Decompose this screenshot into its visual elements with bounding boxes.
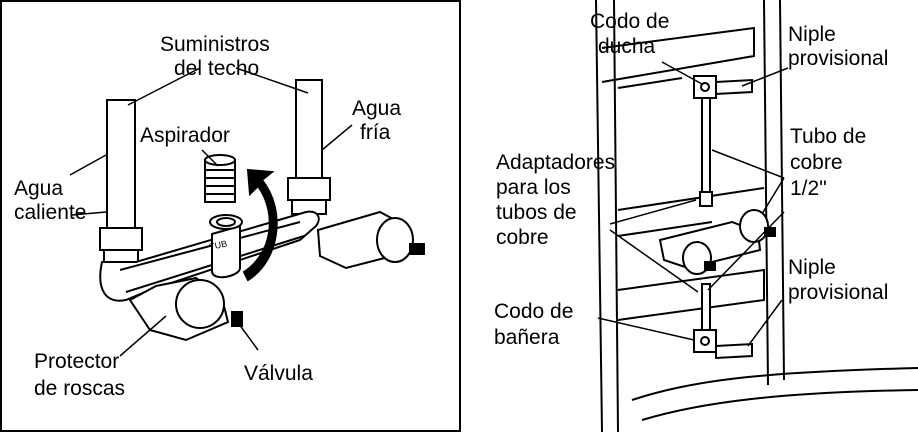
- aspirator-label: Aspirador: [140, 124, 230, 147]
- right-panel: Codo de ducha Niple provisional Tubo de …: [462, 0, 918, 433]
- tub-elbow: [693, 329, 753, 360]
- valve-label: Válvula: [244, 362, 313, 385]
- shower-elbow: [693, 75, 753, 99]
- copper-tube-label-2: cobre: [790, 151, 843, 174]
- front-thread-protector: [128, 276, 243, 342]
- hot-water-label-1: Agua: [14, 177, 64, 200]
- leader-lines: [69, 67, 353, 357]
- copper-tube-label-3: 1/2": [790, 177, 827, 200]
- adapters-label-1: Adaptadores: [496, 151, 616, 174]
- leader-lines-right: [597, 61, 789, 347]
- cold-water-pipe: [287, 79, 331, 215]
- shower-elbow-label-1: Codo de: [590, 10, 670, 33]
- temp-nipple-bottom-label-2: provisional: [788, 281, 889, 304]
- adapters-label-4: cobre: [496, 226, 549, 249]
- cold-water-label-2: fría: [360, 121, 391, 144]
- install-arrow: [242, 168, 278, 282]
- copper-tube: [699, 95, 713, 335]
- ceiling-supplies-label-2: del techo: [174, 57, 260, 80]
- tub-elbow-label-2: bañera: [494, 326, 560, 349]
- tub-mark: TUB: [208, 238, 228, 252]
- mixing-valve: [658, 209, 776, 275]
- adapters-label-2: para los: [496, 176, 571, 199]
- cold-water-label-1: Agua: [352, 97, 402, 120]
- copper-tube-label-1: Tubo de: [790, 125, 867, 148]
- tub-elbow-label-1: Codo de: [494, 300, 574, 323]
- shower-elbow-label-2: ducha: [598, 35, 656, 58]
- thread-protector-label-2: de roscas: [34, 377, 126, 400]
- hot-water-label-2: caliente: [14, 201, 87, 224]
- hot-water-pipe: [99, 99, 143, 265]
- right-thread-protector: [316, 210, 425, 270]
- temp-nipple-top-label-2: provisional: [788, 47, 889, 70]
- wall-installation-illustration: [595, 0, 918, 433]
- left-panel: TUB: [0, 0, 461, 432]
- temp-nipple-top-label-1: Niple: [788, 23, 836, 46]
- temp-nipple-bottom-label-1: Niple: [788, 256, 836, 279]
- valve-assembly-illustration: TUB: [0, 0, 461, 432]
- thread-protector-label-1: Protector: [34, 350, 120, 373]
- ceiling-supplies-label-1: Suministros: [160, 33, 270, 56]
- left-panel-border: [0, 0, 461, 432]
- wall-studs: [595, 0, 918, 433]
- aspirator-part: [204, 154, 236, 203]
- adapters-label-3: tubos de: [496, 201, 577, 224]
